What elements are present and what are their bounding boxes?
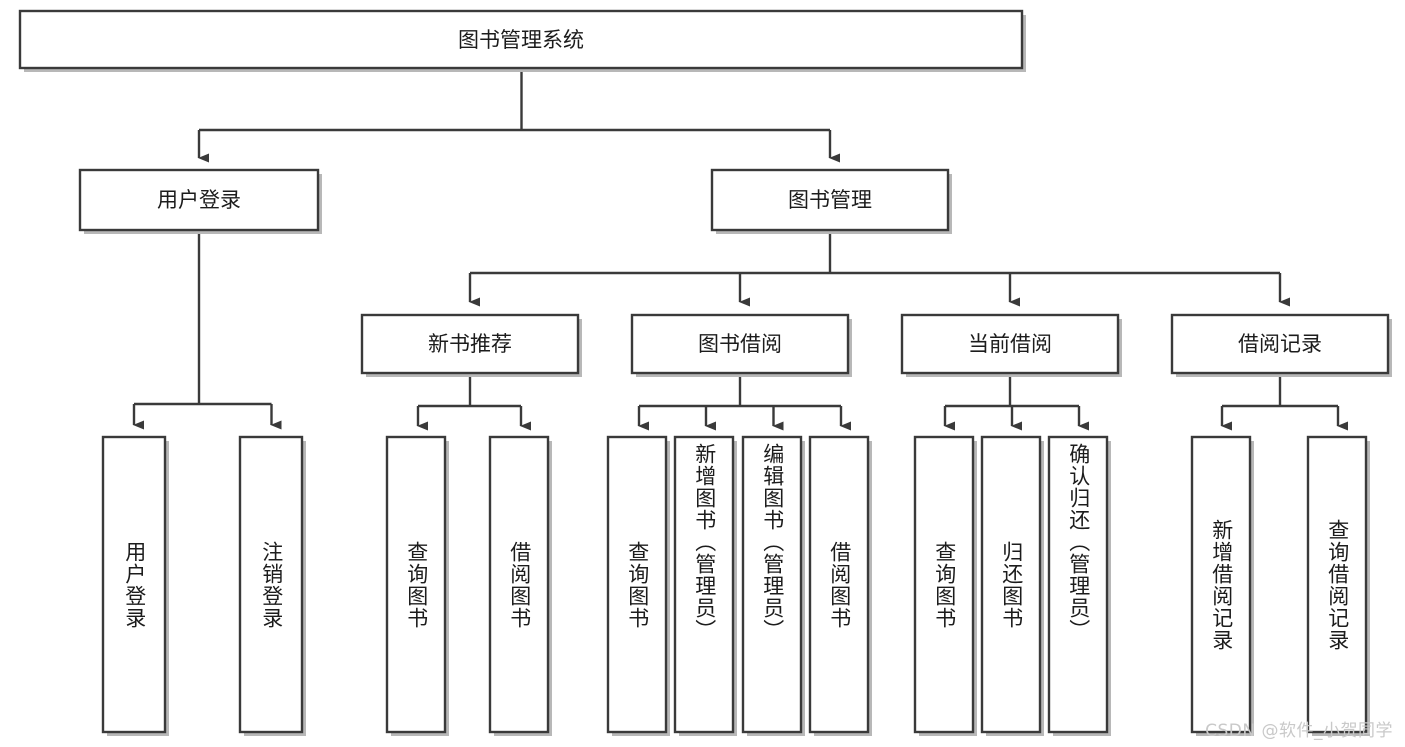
node-user-login-label: 用户登录 <box>157 188 241 212</box>
leaf-return-book-box[interactable] <box>980 435 1042 734</box>
node-borrow-box[interactable] <box>630 313 850 375</box>
leaf-edit-book-box[interactable] <box>741 435 803 734</box>
node-new-book-label: 新书推荐 <box>428 332 512 356</box>
leaf-query-book-3-box[interactable] <box>913 435 975 734</box>
label-group: 图书管理系统 用户登录 图书管理 新书推荐 图书借阅 当前借阅 借阅记录 <box>157 28 1322 356</box>
node-root-box[interactable] <box>18 9 1024 70</box>
node-book-manage-label: 图书管理 <box>788 188 872 212</box>
leaf-user-login-box[interactable] <box>101 435 167 734</box>
node-record-label: 借阅记录 <box>1238 332 1322 356</box>
leaf-query-book-1-box[interactable] <box>385 435 447 734</box>
leaf-add-book-box[interactable] <box>673 435 735 734</box>
node-user-login-box[interactable] <box>78 168 320 232</box>
node-new-book-box[interactable] <box>360 313 580 375</box>
leaf-query-record-box[interactable] <box>1306 435 1368 734</box>
node-root-label: 图书管理系统 <box>458 28 584 52</box>
leaf-query-book-2-box[interactable] <box>606 435 668 734</box>
node-current-box[interactable] <box>900 313 1120 375</box>
node-group <box>18 9 1392 736</box>
leaf-borrow-book-1-box[interactable] <box>488 435 550 734</box>
node-record-box[interactable] <box>1170 313 1390 375</box>
leaf-borrow-book-2-box[interactable] <box>808 435 870 734</box>
leaf-add-record-box[interactable] <box>1190 435 1252 734</box>
edge-group <box>132 68 1348 431</box>
leaf-confirm-return-box[interactable] <box>1047 435 1109 734</box>
node-borrow-label: 图书借阅 <box>698 332 782 356</box>
node-book-manage-box[interactable] <box>710 168 950 232</box>
node-current-label: 当前借阅 <box>968 332 1052 356</box>
csdn-watermark: CSDN @软件_小贺同学 <box>1205 721 1393 741</box>
leaf-logout-box[interactable] <box>238 435 304 734</box>
